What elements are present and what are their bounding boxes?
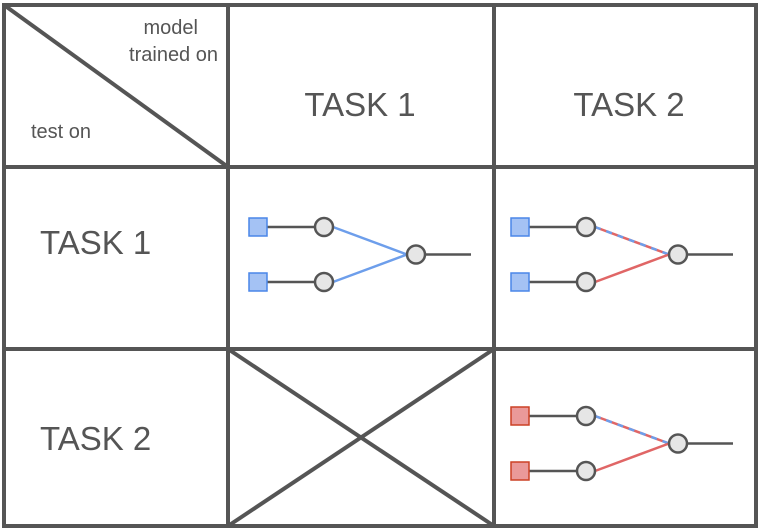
network-cell-task1-task2: [510, 216, 733, 293]
input-square-upper: [248, 217, 268, 237]
hidden-node-upper: [575, 405, 597, 427]
row-header-task-2: TASK 2: [40, 420, 151, 457]
lower-link: [594, 442, 670, 473]
input-square-lower: [248, 272, 268, 292]
input-square-lower: [510, 461, 530, 481]
input-square-upper: [510, 217, 530, 237]
upper-link: [332, 225, 408, 256]
corner-label-model: model: [144, 17, 198, 39]
corner-diagonal: [2, 3, 230, 169]
network-cell-task1-task1: [248, 216, 471, 293]
input-square-upper: [510, 406, 530, 426]
hidden-node-lower: [575, 460, 597, 482]
upper-link-task1-dashed: [594, 414, 670, 445]
input-square-lower: [510, 272, 530, 292]
output-node: [667, 244, 689, 265]
upper-link-task1-dashed: [594, 225, 670, 256]
corner-label-test-on: test on: [31, 121, 91, 143]
table-grid: [2, 3, 758, 528]
lower-link: [594, 253, 670, 284]
hidden-node-upper: [313, 216, 335, 238]
lower-link: [332, 253, 408, 284]
column-header-task-2: TASK 2: [573, 86, 684, 123]
column-header-task-1: TASK 1: [304, 86, 415, 123]
row-header-task-1: TASK 1: [40, 224, 151, 261]
output-node: [405, 244, 427, 265]
hidden-node-lower: [575, 271, 597, 293]
table-border: [2, 3, 758, 528]
hidden-node-lower: [313, 271, 335, 293]
output-node: [667, 433, 689, 454]
corner-label-trained-on: trained on: [129, 44, 218, 66]
network-cell-task2-task2: [510, 405, 733, 482]
hidden-node-upper: [575, 216, 597, 238]
crossed-out-cell: [226, 347, 496, 528]
cross-line-2: [226, 347, 496, 528]
